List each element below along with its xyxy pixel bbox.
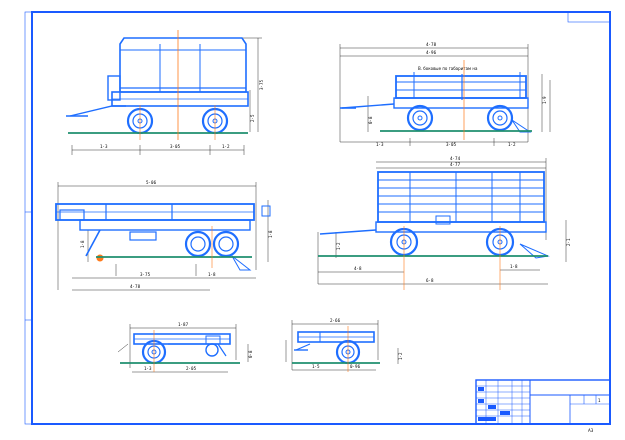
dim-label: 2·5 (250, 114, 255, 122)
dim-label: 0·96 (350, 364, 361, 369)
dim-label: 2·66 (330, 318, 341, 323)
dim-label: 4·96 (426, 50, 437, 55)
dim-label: 4·78 (130, 284, 141, 289)
trailer-view-3: 5·06 3·75 4·78 1·8 1·8 1·8 (55, 180, 273, 291)
dim-label: 2·05 (186, 366, 197, 371)
view-caption: В. боковые по габаритам на (418, 66, 478, 71)
trailer-view-6: 2·66 1·5 0·96 1·2 (285, 318, 403, 372)
dim-label: 4·8 (354, 266, 362, 271)
dim-label: 1·8 (208, 272, 216, 277)
dim-label: 3·75 (259, 79, 264, 90)
trailer-view-1: 1·3 3·05 1·2 3·75 2·5 (66, 30, 264, 155)
trailer-view-4: 4·74 4·77 4·8 6·8 1·8 2·1 1·2 (317, 156, 571, 290)
dim-label: 1·3 (144, 366, 152, 371)
dim-label: 4·77 (450, 162, 461, 167)
dim-label: 3·75 (140, 272, 151, 277)
sheet-format: А3 (588, 428, 594, 433)
dim-label: 0·8 (368, 116, 373, 124)
dim-label: 1·3 (100, 144, 108, 149)
dim-label: 1·8 (510, 264, 518, 269)
dim-label: 1·5 (312, 364, 320, 369)
title-block (475, 379, 611, 425)
dim-label: 1·9 (542, 96, 547, 104)
dim-label: 3·05 (446, 142, 457, 147)
dim-label: 1·2 (336, 242, 341, 250)
dim-label: 5·06 (146, 180, 157, 185)
dim-label: 1·87 (178, 322, 189, 327)
dim-label: 6·8 (426, 278, 434, 283)
dim-label: 4·78 (426, 42, 437, 47)
dim-label: 1·8 (268, 230, 273, 238)
trailer-view-2: 4·78 4·96 В. боковые по габаритам на 1·3… (339, 42, 551, 147)
dim-label: 4·74 (450, 156, 461, 161)
dim-label: 1·2 (398, 352, 403, 360)
sheet-number: 1 (598, 398, 601, 403)
dim-label: 0·8 (248, 350, 253, 358)
dim-label: 1·8 (80, 240, 85, 248)
sheet-frame (24, 11, 611, 425)
trailer-view-5: 1·87 1·3 2·05 0·8 (117, 322, 253, 373)
title-block-fill (478, 387, 510, 421)
dim-label: 1·3 (376, 142, 384, 147)
hitch-marker (96, 254, 104, 262)
dim-label: 3·05 (170, 144, 181, 149)
dim-label: 1·2 (508, 142, 516, 147)
dim-label: 2·1 (566, 238, 571, 246)
dim-label: 1·2 (222, 144, 230, 149)
